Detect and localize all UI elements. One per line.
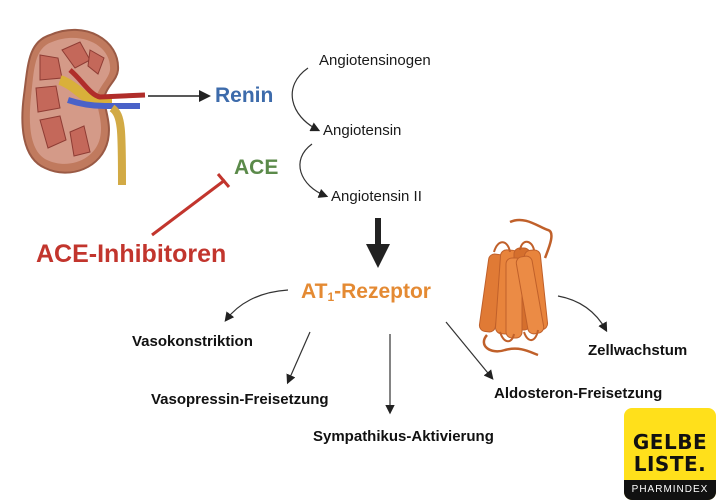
kidney-illustration [21,29,146,186]
angiotensin-ii-label: Angiotensin II [331,188,422,205]
gelbe-liste-logo: GELBE LISTE. PHARMINDEX [624,408,716,500]
logo-line1: GELBE [632,430,708,454]
renin-label: Renin [215,84,274,107]
ace-inhibitors-label: ACE-Inhibitoren [36,240,227,268]
at1-subscript: 1 [327,290,335,304]
angiotensin-to-angiotensin2-arrow [299,143,329,198]
effect-arrow-zellwachstum [557,295,608,333]
effect-vasokonstriktion: Vasokonstriktion [132,333,253,350]
at1-prefix: AT [301,280,328,303]
effect-arrow-vasopressin [286,331,311,385]
at1-receptor-label: AT1-Rezeptor [301,280,431,304]
effect-zellwachstum: Zellwachstum [588,342,688,359]
effect-vasopressin-freisetzung: Vasopressin-Freisetzung [151,391,329,408]
inhibition-line [151,173,231,237]
effect-sympathikus-aktivierung: Sympathikus-Aktivierung [313,428,494,445]
angiotensinogen-label: Angiotensinogen [319,52,431,69]
logo-tagline: PHARMINDEX [624,480,716,500]
angiotensin-label: Angiotensin [323,122,402,139]
ace-label: ACE [234,156,279,179]
effect-aldosteron-freisetzung: Aldosteron-Freisetzung [494,385,663,402]
effect-arrow-aldosteron [445,321,494,380]
at1-suffix: -Rezeptor [334,280,431,303]
angiotensinogen-to-angiotensin-arrow [291,67,321,132]
logo-line2: LISTE. [633,452,707,476]
effect-arrow-vasokonstriktion [224,289,289,322]
